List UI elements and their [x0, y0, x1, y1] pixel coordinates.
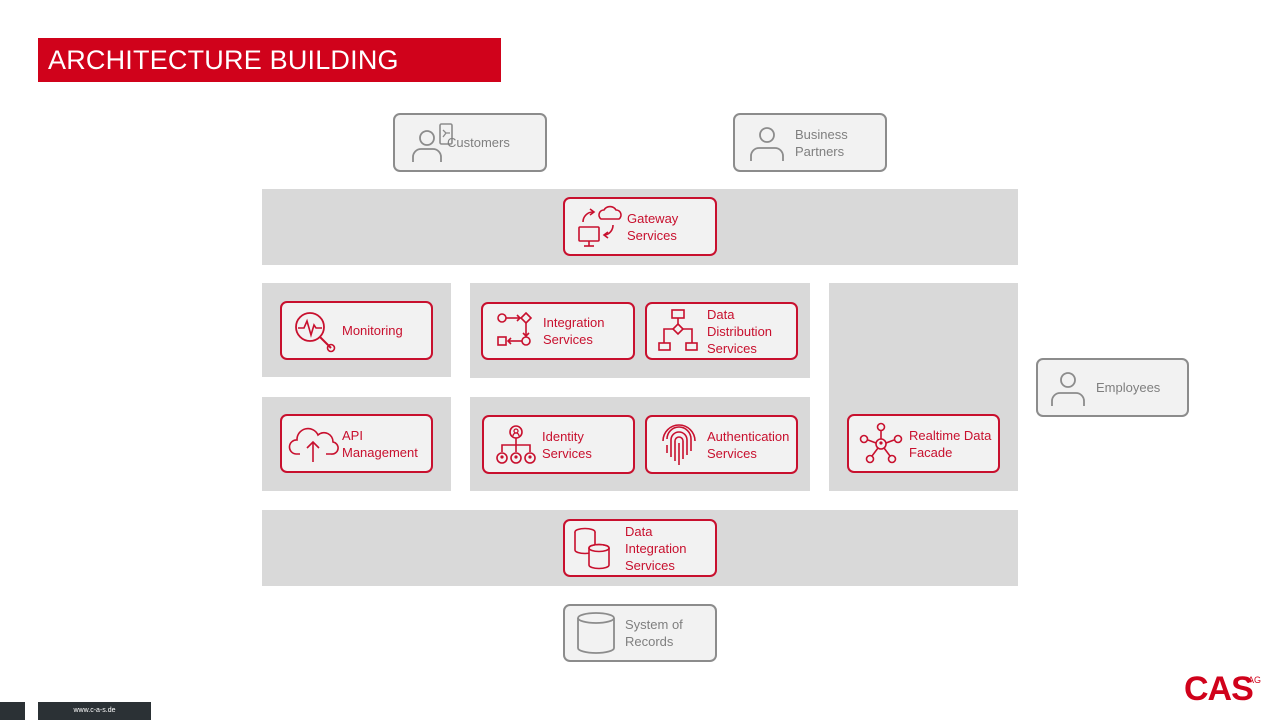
api-management-box: API Management	[280, 414, 433, 473]
data-distribution-services-label: Data Distribution Services	[707, 306, 773, 356]
footer-square	[0, 702, 25, 720]
cas-logo: CAS AG	[1184, 670, 1261, 706]
logo-sup: AG	[1248, 675, 1261, 685]
business-partners-label: Business Partners	[795, 126, 848, 159]
monitoring-label: Monitoring	[342, 323, 403, 338]
identity-services-box: Identity Services	[482, 415, 635, 474]
logo-text: CAS	[1184, 670, 1253, 706]
monitoring-box: Monitoring	[280, 301, 433, 360]
database-icon	[577, 612, 615, 654]
authentication-services-label: Authentication Services	[707, 428, 790, 461]
gateway-services-label: Gateway Services	[627, 210, 679, 243]
distribution-flowchart-icon	[658, 309, 698, 351]
customers-label: Customers	[447, 135, 510, 150]
identity-services-label: Identity Services	[542, 428, 592, 461]
system-of-records-label: System of Records	[625, 617, 683, 649]
realtime-data-facade-label: Realtime Data Facade	[909, 427, 992, 460]
monitoring-magnifier-icon	[295, 311, 336, 352]
data-integration-services-box: Data Integration Services	[563, 519, 717, 577]
data-distribution-services-box: Data Distribution Services	[645, 302, 798, 360]
authentication-services-box: Authentication Services	[645, 415, 798, 474]
gateway-services-box: Gateway Services	[563, 197, 717, 256]
gateway-cloud-icon	[578, 205, 622, 247]
business-partners-box: Business Partners	[733, 113, 887, 172]
fingerprint-icon	[662, 423, 696, 465]
employees-label: Employees	[1096, 380, 1161, 395]
customer-mobile-icon	[412, 122, 453, 162]
page-title: ARCHITECTURE BUILDING BLOCKS	[38, 38, 501, 119]
footer-url[interactable]: www.c-a-s.de	[38, 702, 151, 720]
person-icon	[750, 126, 784, 161]
identity-hierarchy-icon	[496, 424, 536, 464]
integration-services-box: Integration Services	[481, 302, 635, 360]
integration-services-label: Integration Services	[543, 315, 605, 347]
cloud-upload-icon	[288, 427, 339, 462]
api-management-label: API Management	[342, 427, 418, 460]
integration-flow-icon	[497, 311, 533, 346]
system-of-records-box: System of Records	[563, 604, 717, 662]
database-stack-icon	[574, 527, 610, 570]
realtime-data-facade-box: Realtime Data Facade	[847, 414, 1000, 473]
data-integration-services-label: Data Integration Services	[625, 523, 687, 573]
network-hub-icon	[859, 422, 903, 463]
employees-box: Employees	[1036, 358, 1189, 417]
customers-box: Customers	[393, 113, 547, 172]
person-icon	[1051, 371, 1085, 406]
